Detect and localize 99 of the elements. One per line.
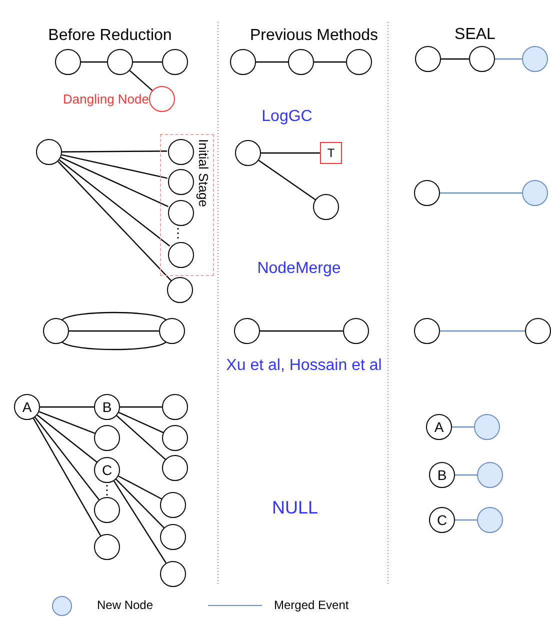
node-label: B [437,467,447,483]
edge-line [38,411,96,434]
graph-node [343,318,369,344]
edge-line [81,61,107,63]
node-label: C [102,462,112,478]
edge-line [133,61,162,63]
graph-node [414,318,440,344]
node-label: B [102,399,112,415]
legend-label: Merged Event [274,598,349,612]
labeled-node [14,394,40,420]
labeled-node [429,507,455,533]
merged-event-line [455,519,477,521]
edge-line [62,150,167,152]
graph-node [415,46,441,72]
method-name: LogGC [262,108,312,126]
labeled-node [426,414,452,440]
edge-line [62,154,168,179]
edge-line [118,476,162,500]
graph-node [94,534,120,560]
graph-node [346,49,372,75]
node-label: Initial Stage [196,139,211,207]
column-heading: SEAL [454,26,496,44]
edge-line [118,412,164,434]
node-label: A [434,419,444,435]
edge-line [256,61,288,63]
edge-line [62,312,166,320]
method-name: NULL [272,498,318,518]
new-node [477,507,503,533]
node-label: A [22,399,32,415]
graph-node [160,561,186,587]
graph-node [162,394,188,420]
labeled-node [429,462,455,488]
method-name: Xu et al, Hossain et al [226,357,382,375]
new-node [477,462,503,488]
graph-node [168,169,194,195]
graph-node [168,242,194,268]
edge-line [129,70,153,91]
edge-line [114,480,166,564]
edge-line [40,406,94,408]
edge-line [32,418,102,536]
node-caption: Dangling Node [62,92,149,106]
graph-node [43,318,69,344]
graph-node [162,49,188,75]
edge-line [261,152,320,154]
merged-event-line [452,426,474,428]
merged-event-line [455,474,477,476]
edge-line [69,330,159,332]
graph-node [107,49,133,75]
edge-line [116,415,166,460]
edge-line [36,414,98,462]
edge-line [260,330,343,332]
graph-node [168,139,194,165]
edge-line [34,416,100,500]
graph-node [414,180,440,206]
graph-node [160,492,186,518]
edge-line [58,160,172,282]
initial-stage-box [160,134,214,276]
graph-node [230,49,256,75]
graph-node [168,200,194,226]
edge-line [58,160,170,246]
merged-event-line [440,330,525,332]
graph-node [313,194,339,220]
method-name: NodeMerge [257,260,341,278]
graph-node [469,46,495,72]
node-label: T [327,146,335,160]
graph-node [167,277,193,303]
graph-node [94,497,120,523]
column-heading: Previous Methods [250,27,378,45]
edge-line [314,61,346,63]
merged-event-line [495,58,522,60]
new-node [522,46,548,72]
graph-node [94,425,120,451]
column-heading: Before Reduction [48,27,172,45]
graph-node [159,318,185,344]
labeled-node [94,394,120,420]
edge-line [116,478,164,528]
terminal-node [320,142,342,164]
graph-node [162,455,188,481]
graph-node [235,140,261,166]
graph-node [288,49,314,75]
graph-node [162,425,188,451]
graph-node [525,318,551,344]
edge-line [120,406,162,408]
graph-node [160,524,186,550]
edge-line [258,160,316,200]
new-node [522,180,548,206]
legend-label: New Node [97,598,154,612]
graph-node [234,318,260,344]
ellipsis: ⋮ [172,226,184,240]
edge-line [62,342,166,350]
labeled-node [94,457,120,483]
node-label: C [436,512,448,528]
graph-node [36,139,62,165]
new-node [474,414,500,440]
edge-line [60,156,168,208]
ellipsis: ⋮ [100,482,114,498]
edge-line [441,58,469,60]
merged-event-line [440,192,522,194]
graph-node [55,49,81,75]
